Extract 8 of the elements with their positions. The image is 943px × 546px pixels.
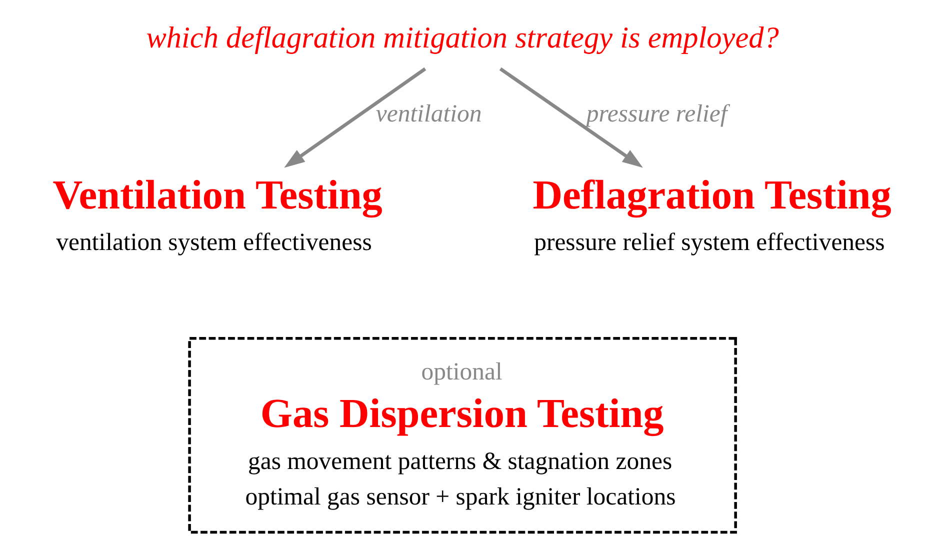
edge-label: pressure relief — [586, 100, 728, 128]
node-text: Ventilation Testing ventilation system effectiveness — [52, 171, 382, 256]
arrow — [499, 67, 643, 168]
arrow — [284, 67, 426, 168]
node-box: optional Gas Dispersion Testing gas movement patterns & stagnation zones optimal gas sensor + spark igniter locations — [188, 336, 737, 534]
edge-label: ventilation — [376, 100, 482, 128]
node-text: which deflagration mitigation strategy is employed? — [146, 20, 779, 55]
node-text: Deflagration Testing pressure relief system effectiveness — [532, 171, 892, 256]
